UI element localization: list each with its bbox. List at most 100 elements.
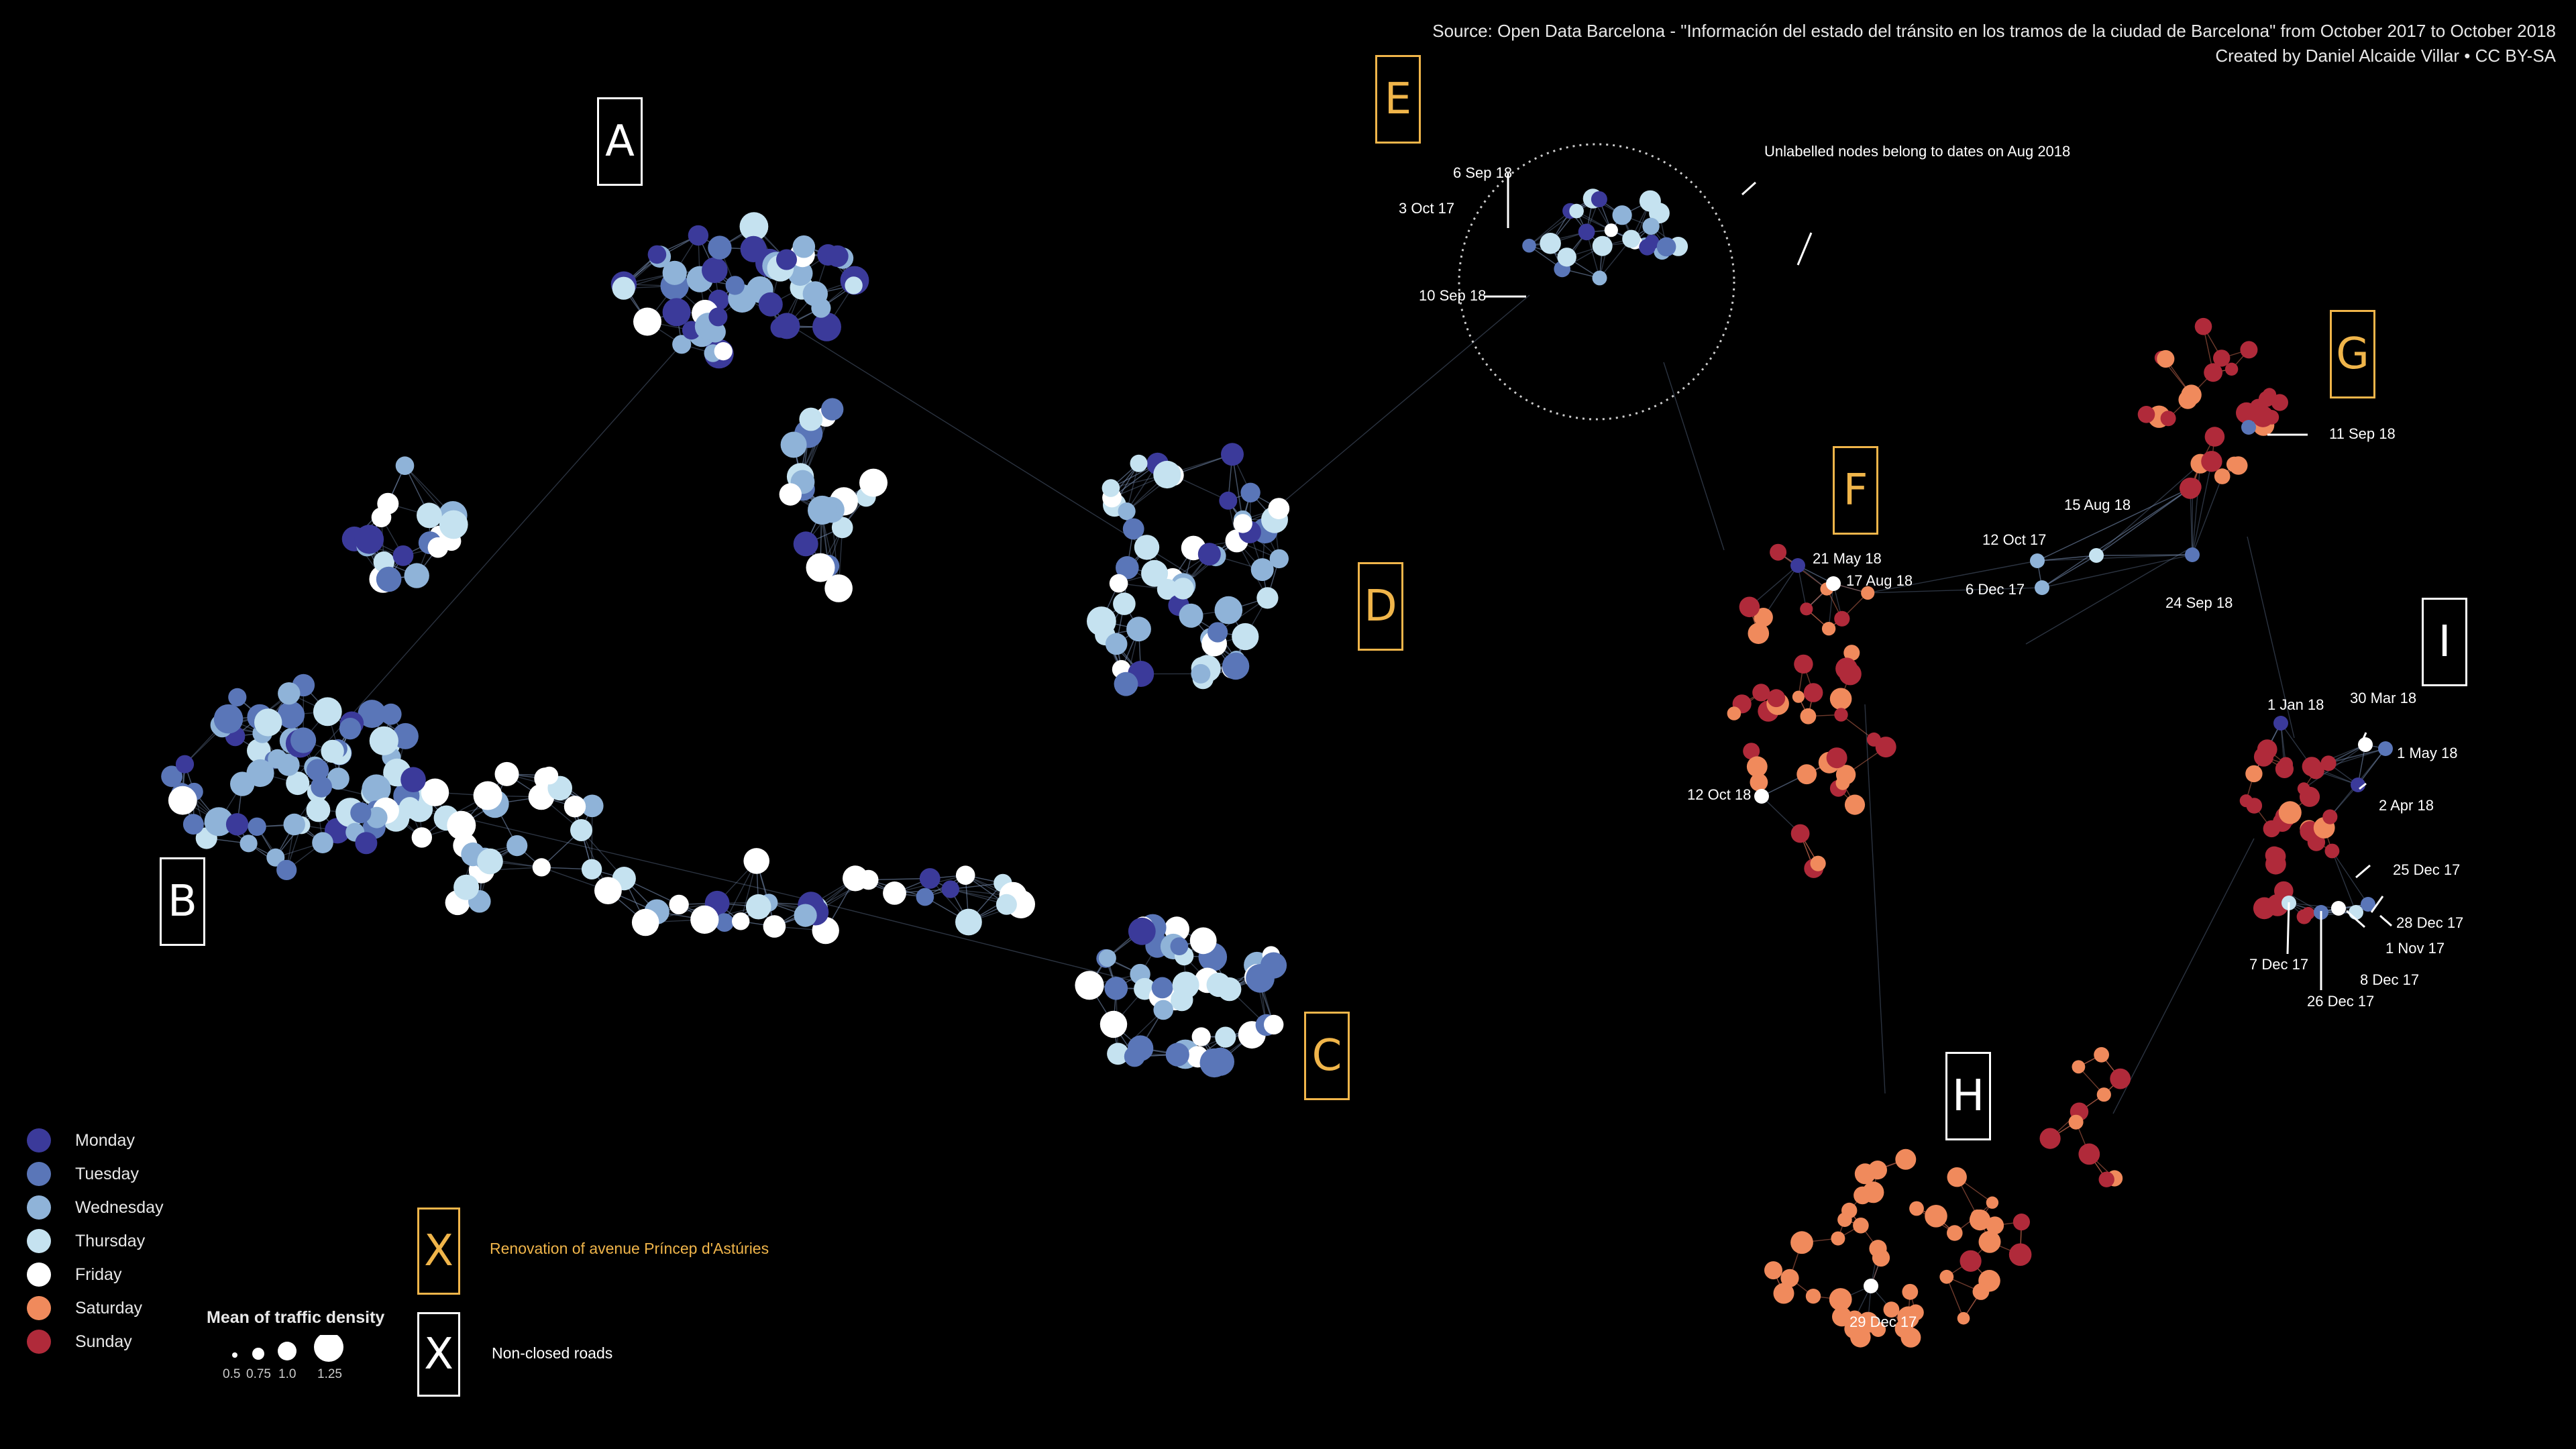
graph-edge — [2190, 488, 2193, 555]
graph-node-tuesday — [380, 703, 402, 725]
graph-node-saturday — [1883, 1301, 1900, 1318]
graph-node-wednesday — [792, 235, 816, 258]
graph-edge — [1797, 565, 1807, 609]
graph-node-thursday — [1113, 592, 1136, 615]
graph-node-monday — [392, 545, 414, 566]
graph-node-sunday — [2253, 897, 2275, 920]
date-label-10sep18: 10 Sep 18 — [1419, 287, 1487, 304]
graph-node-friday — [168, 786, 197, 815]
unlabelled-note: Unlabelled nodes belong to dates on Aug … — [1764, 143, 2071, 160]
graph-node-thursday — [1141, 559, 1169, 587]
graph-node-monday — [354, 525, 384, 554]
graph-node-tuesday — [1208, 622, 1228, 643]
graph-nodes — [161, 189, 2393, 1348]
legend-x-white-text: Non-closed roads — [492, 1344, 613, 1362]
graph-node-sunday — [1834, 610, 1850, 627]
graph-node-thursday — [1102, 479, 1120, 497]
graph-node-wednesday — [802, 281, 828, 307]
graph-node-friday — [1268, 498, 1290, 519]
legend-item-sunday: Sunday — [27, 1328, 132, 1355]
graph-node-saturday — [1972, 1283, 1990, 1300]
graph-node-saturday — [1925, 1205, 1947, 1228]
legend-item-monday: Monday — [27, 1127, 135, 1154]
graph-node-saturday — [1853, 1218, 1869, 1234]
graph-node-wednesday — [278, 682, 301, 705]
graph-node-saturday — [1780, 1269, 1799, 1287]
graph-node-saturday — [2068, 1114, 2084, 1130]
graph-node-tuesday — [290, 727, 317, 753]
legend-swatch — [27, 1296, 51, 1320]
graph-node-thursday — [1172, 578, 1194, 600]
graph-node-friday — [532, 858, 551, 877]
date-label-7dec17: 7 Dec 17 — [2249, 956, 2309, 973]
source-credits: Source: Open Data Barcelona - "Informaci… — [1432, 19, 2556, 68]
graph-node-thursday — [286, 771, 310, 796]
graph-node-friday — [1754, 789, 1769, 804]
graph-edge — [1663, 362, 1725, 551]
graph-node-saturday — [1746, 756, 1768, 777]
graph-node-wednesday — [268, 749, 287, 769]
date-label-26dec17: 26 Dec 17 — [2307, 993, 2375, 1010]
graph-node-sunday — [2297, 782, 2310, 796]
graph-node-thursday — [745, 217, 768, 239]
cluster-label-b: B — [160, 857, 205, 946]
graph-node-sunday — [2204, 363, 2223, 382]
graph-node-friday — [955, 865, 975, 885]
graph-node-tuesday — [277, 701, 305, 729]
graph-node-thursday — [477, 848, 503, 875]
cluster-label-h: H — [1945, 1052, 1991, 1140]
graph-node-thursday — [1215, 1026, 1236, 1048]
legend-item-wednesday: Wednesday — [27, 1194, 164, 1221]
graph-node-sunday — [1770, 543, 1787, 561]
graph-node-wednesday — [808, 495, 837, 525]
graph-node-sunday — [2194, 317, 2212, 335]
graph-node-sunday — [2240, 341, 2258, 359]
graph-node-tuesday — [1124, 1046, 1145, 1067]
size-legend-title: Mean of traffic density — [207, 1308, 385, 1327]
graph-node-thursday — [1172, 971, 1199, 999]
graph-node-friday — [528, 784, 555, 810]
legend-swatch — [27, 1162, 51, 1186]
graph-node-tuesday — [725, 276, 745, 295]
graph-node-saturday — [1957, 1311, 1970, 1325]
graph-node-monday — [1197, 543, 1221, 566]
graph-node-sunday — [1767, 689, 1786, 708]
graph-node-saturday — [1764, 1261, 1782, 1280]
graph-node-thursday — [321, 739, 344, 763]
graph-node-sunday — [2110, 1068, 2131, 1089]
graph-node-sunday — [2204, 427, 2225, 447]
graph-edge — [2037, 486, 2193, 561]
graph-node-thursday — [254, 708, 282, 737]
graph-node-saturday — [1843, 645, 1860, 661]
graph-node-thursday — [1639, 190, 1661, 212]
graph-node-saturday — [1844, 794, 1866, 815]
graph-edge — [1761, 762, 1830, 797]
graph-node-wednesday — [794, 904, 817, 927]
graph-node-sunday — [2275, 759, 2294, 778]
graph-node-saturday — [1862, 1181, 1884, 1203]
graph-node-wednesday — [1642, 217, 1660, 235]
graph-node-thursday — [247, 739, 271, 763]
graph-node-thursday — [1206, 972, 1231, 998]
graph-node-tuesday — [311, 775, 332, 798]
graph-edge — [1868, 587, 2043, 594]
graph-node-wednesday — [312, 832, 333, 853]
graph-node-tuesday — [2361, 897, 2375, 912]
graph-node-sunday — [1826, 747, 1847, 769]
graph-node-saturday — [1978, 1230, 2001, 1253]
graph-node-wednesday — [2030, 553, 2045, 568]
graph-node-thursday — [1153, 460, 1181, 489]
graph-edge — [1864, 704, 1886, 1094]
date-label-17aug18: 17 Aug 18 — [1846, 572, 1913, 589]
graph-node-friday — [447, 810, 476, 840]
cluster-label-i: I — [2422, 598, 2467, 686]
legend-x-yellow-box: X — [417, 1208, 460, 1295]
graph-node-monday — [793, 531, 818, 557]
graph-node-thursday — [313, 697, 342, 727]
graph-edge — [2192, 461, 2212, 555]
graph-node-monday — [647, 245, 667, 264]
legend-item-friday: Friday — [27, 1261, 121, 1288]
graph-node-thursday — [996, 894, 1017, 915]
graph-node-tuesday — [1222, 652, 1250, 680]
size-legend-circles — [232, 1335, 343, 1362]
